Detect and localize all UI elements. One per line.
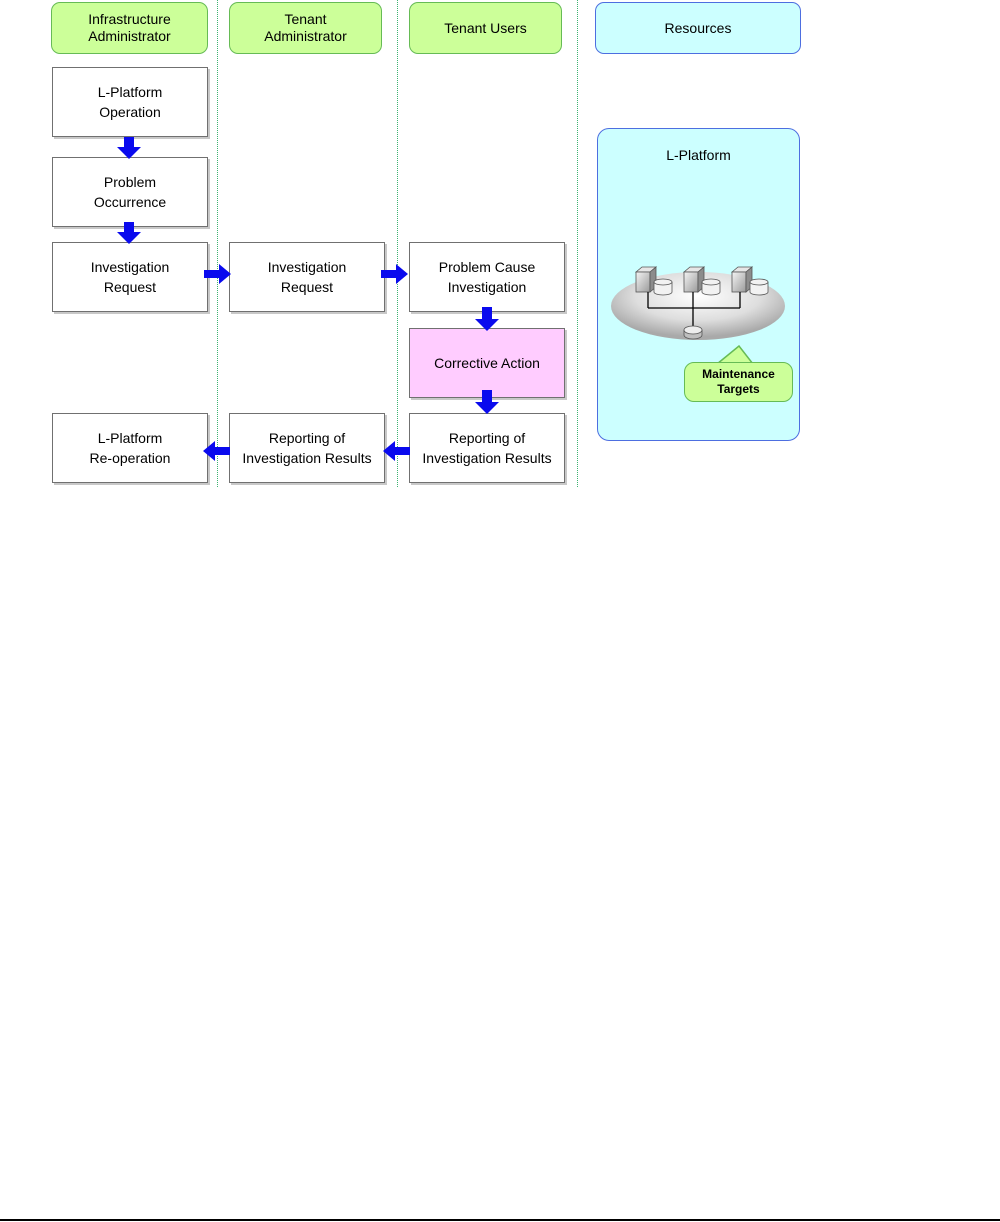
step-lplatform-operation: L-Platform Operation bbox=[52, 67, 208, 137]
step-investigation-request-infra: Investigation Request bbox=[52, 242, 208, 312]
arrow-down-icon bbox=[475, 307, 499, 331]
step-investigation-request-tenant: Investigation Request bbox=[229, 242, 385, 312]
arrow-right-icon bbox=[381, 264, 408, 284]
lane-header-tenant-users: Tenant Users bbox=[409, 2, 562, 54]
server-network-icon bbox=[611, 266, 785, 340]
arrow-left-icon bbox=[383, 441, 410, 461]
lplatform-title: L-Platform bbox=[666, 147, 731, 163]
step-problem-cause-investigation: Problem Cause Investigation bbox=[409, 242, 565, 312]
step-problem-occurrence: Problem Occurrence bbox=[52, 157, 208, 227]
lane-header-resources: Resources bbox=[595, 2, 801, 54]
arrow-right-icon bbox=[204, 264, 231, 284]
arrow-left-icon bbox=[203, 441, 230, 461]
arrow-down-icon bbox=[475, 390, 499, 414]
lane-separator bbox=[217, 0, 218, 487]
step-corrective-action: Corrective Action bbox=[409, 328, 565, 398]
step-reporting-tenant-admin: Reporting of Investigation Results bbox=[229, 413, 385, 483]
lane-header-tenant-administrator: Tenant Administrator bbox=[229, 2, 382, 54]
operation-flow-diagram: Infrastructure Administrator Tenant Admi… bbox=[0, 0, 1000, 500]
step-reporting-tenant-users: Reporting of Investigation Results bbox=[409, 413, 565, 483]
arrow-down-icon bbox=[117, 222, 141, 244]
lane-separator bbox=[397, 0, 398, 487]
lane-header-infrastructure-administrator: Infrastructure Administrator bbox=[51, 2, 208, 54]
arrow-down-icon bbox=[117, 137, 141, 159]
page-divider bbox=[0, 1219, 1000, 1221]
step-lplatform-reoperation: L-Platform Re-operation bbox=[52, 413, 208, 483]
lane-separator bbox=[577, 0, 578, 487]
maintenance-targets-callout: Maintenance Targets bbox=[684, 362, 793, 402]
